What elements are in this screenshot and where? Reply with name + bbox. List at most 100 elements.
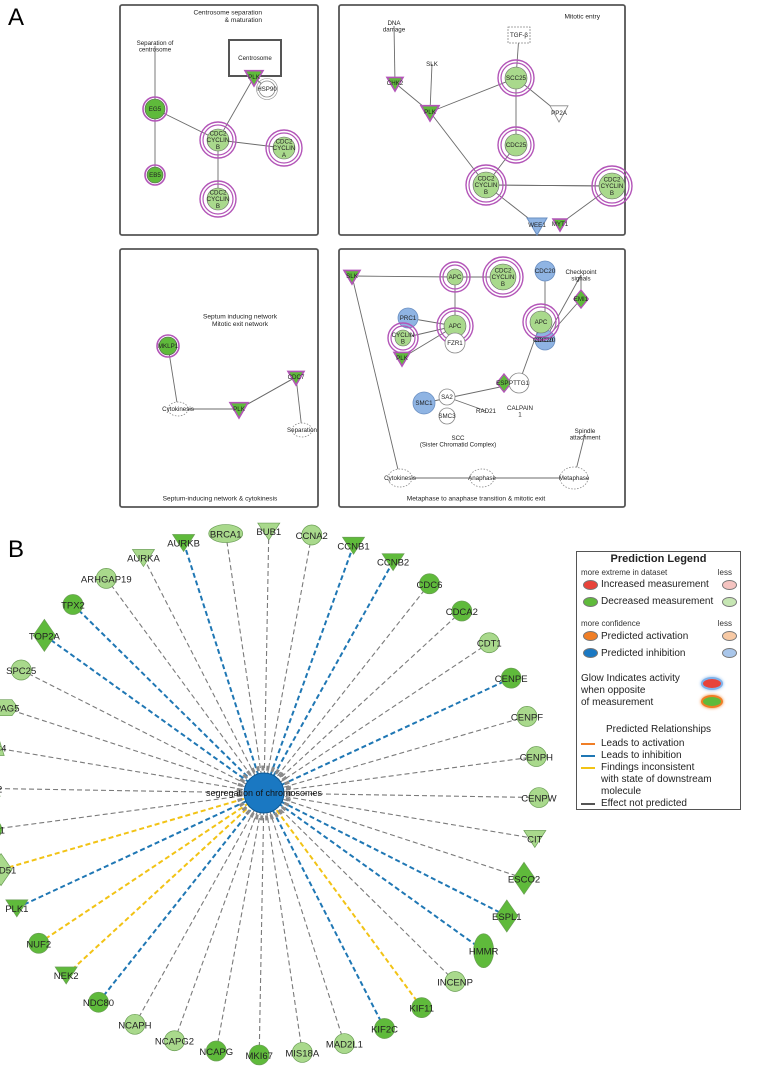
label-line: 1 — [518, 412, 522, 419]
node-label-spag5: SPAG5 — [0, 704, 19, 715]
node-label-incenp: INCENP — [437, 977, 473, 988]
cdc2-cyclin-b-node-ring2 — [202, 124, 234, 156]
anaphase-node — [469, 468, 495, 488]
label-line: MYT1 — [552, 221, 569, 228]
cyclin-b-node-ring2 — [390, 325, 416, 351]
edge-cenph — [263, 755, 537, 794]
inconsistent-line — [581, 767, 595, 769]
label-line: TGF-β — [510, 32, 528, 39]
legend-glow-3: of measurement — [581, 697, 654, 708]
edge-rad51 — [0, 792, 265, 871]
label-line: B — [501, 281, 505, 288]
node-label-ndc80: NDC80 — [83, 998, 114, 1009]
esp1-node — [495, 372, 513, 394]
myt1-node — [551, 218, 569, 233]
cdc2-cyclin-b-node-ring — [482, 256, 524, 298]
pp2a-node — [549, 105, 569, 123]
label-line: Cytokinesis — [384, 475, 416, 482]
eg5-node-ring — [142, 96, 168, 122]
cdc2-cyclin-b-node-ring2 — [594, 168, 630, 204]
pathway-edge — [429, 63, 433, 113]
label-line: & maturation — [225, 17, 263, 24]
cytokinesis-node — [387, 468, 413, 488]
node-label-cit: CIT — [527, 834, 543, 845]
label-line: Mitotic entry — [564, 13, 600, 20]
pathway-node-label: SLK — [426, 61, 439, 68]
scc25-node-ring — [497, 59, 535, 97]
label-line: B — [401, 339, 405, 346]
pathway-node-label: WEE1 — [528, 222, 546, 229]
node-label-ccna2: CCNA2 — [296, 531, 328, 542]
pathway-box-frame — [119, 248, 319, 508]
inhibition-less-swatch — [722, 648, 737, 658]
label-line: CYCLIN — [207, 196, 230, 203]
label-line: Septum-inducing network & cytokinesis — [163, 495, 278, 502]
node-label-top2a: TOP2A — [29, 631, 61, 642]
cdc2-cyclin-b-node-ring — [199, 180, 237, 218]
label-line: CYCLIN — [273, 145, 296, 152]
mklp1-node — [158, 336, 178, 356]
pathway-node-label: CHK2 — [387, 80, 404, 87]
edge-kif2c — [263, 792, 386, 1029]
label-line: SCC — [451, 435, 465, 442]
pathway-node-label: Cytokinesis — [162, 406, 194, 413]
pathway-box-caption: Septum-inducing network & cytokinesis — [163, 495, 278, 502]
label-line: PLK — [233, 406, 246, 413]
ncaph-node — [124, 1013, 146, 1035]
pathway-node-label: SMC3 — [438, 413, 456, 420]
edge-espl1 — [263, 792, 508, 917]
label-line: Separation of — [137, 40, 174, 47]
pathway-node-label: MKLP1 — [158, 343, 179, 350]
increased-swatch — [583, 580, 598, 590]
label-line: PLK — [248, 74, 261, 81]
edge-mki67 — [258, 792, 265, 1055]
pathway-node-label: Metaphase — [559, 475, 590, 482]
label-line: A — [282, 152, 287, 159]
legend-more-extreme: more extreme in dataset — [581, 568, 668, 577]
pathway-node-label: Centrosome — [238, 55, 272, 62]
pathway-node-label: PP2A — [551, 110, 568, 117]
edge-cit — [263, 792, 535, 840]
fzr1-node — [444, 332, 466, 354]
edge-ccna2 — [263, 534, 313, 794]
label-line: MKLP1 — [158, 343, 179, 350]
label-line: CYCLIN — [475, 182, 498, 189]
legend-rel-not-predicted: Effect not predicted — [601, 798, 687, 809]
spag5-node — [0, 699, 19, 717]
label-line: B — [216, 203, 220, 210]
pathway-edge — [544, 274, 582, 341]
node-label-aurkb: AURKB — [167, 538, 200, 549]
pathway-node-label: PLK — [424, 109, 437, 116]
label-line: PRC1 — [400, 315, 417, 322]
pathway-node-label: Separation — [287, 427, 317, 434]
cdc2-cyclin-b-node-ring — [199, 121, 237, 159]
cdc2-cyclin-b-node — [489, 263, 517, 291]
pathway-node-label: PLK — [396, 355, 409, 362]
ccnb1-node — [341, 536, 366, 555]
ncapg2-node — [164, 1030, 185, 1052]
edge-aurka — [142, 557, 265, 794]
label-line: FZR1 — [447, 340, 463, 347]
espl1-node — [495, 899, 519, 933]
apc-node-ring2 — [525, 306, 557, 338]
cdc2-cyclin-b-node-ring2 — [485, 259, 521, 295]
label-line: ESP1 — [496, 380, 512, 387]
node-label-cdc6: CDC6 — [417, 580, 443, 591]
pathway-node-label: PLK — [248, 74, 261, 81]
edge-ccnb2 — [263, 561, 394, 794]
eg5-node — [144, 98, 166, 120]
center-node-label: segregation of chromosomes — [206, 788, 323, 798]
label-line: Metaphase to anaphase transition & mitot… — [407, 495, 546, 502]
cdc2-cyclin-b-node-ring2 — [202, 183, 234, 215]
cdc2-cyclin-b-node — [472, 171, 500, 199]
cdc2-cyclin-a-node-ring2 — [268, 132, 300, 164]
label-line: Anaphase — [468, 475, 496, 482]
cyclin-b-node — [394, 329, 412, 347]
smc1-node — [412, 391, 436, 415]
edge-cenpw — [263, 792, 539, 799]
node-label-cenpf: CENPF — [511, 712, 543, 723]
pathway-node-label: APC — [449, 274, 462, 281]
